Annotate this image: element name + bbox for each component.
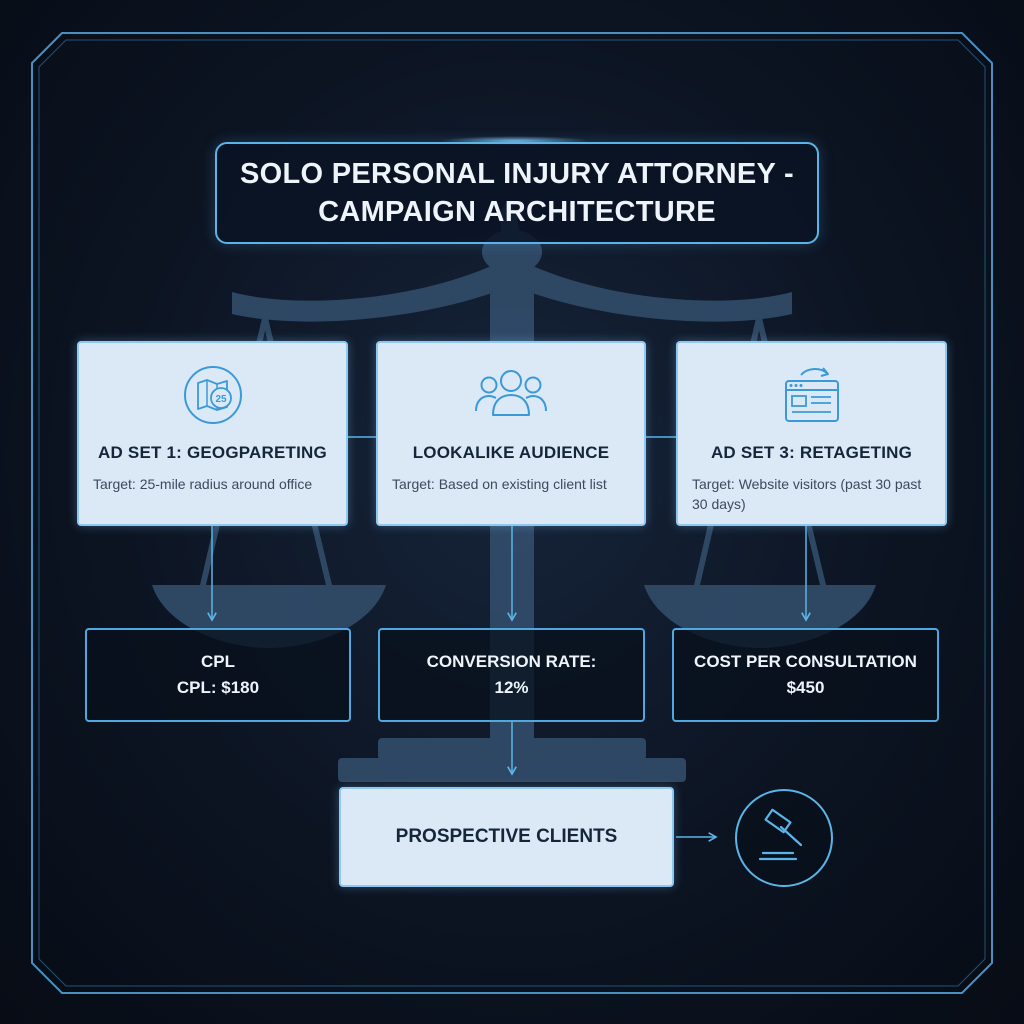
- ad-set-target: Target: Based on existing client list: [392, 476, 607, 492]
- metric-label: COST PER CONSULTATION: [694, 652, 917, 671]
- metric-label: CONVERSION RATE:: [426, 652, 597, 671]
- ad-set-card-lookalike: LOOKALIKE AUDIENCE Target: Based on exis…: [376, 341, 646, 526]
- prospective-clients-box: PROSPECTIVE CLIENTS: [339, 787, 674, 887]
- ad-set-title: AD SET 3: RETAGETING: [710, 443, 913, 462]
- gavel-icon: [735, 789, 833, 887]
- metric-box-cost-per-consultation: COST PER CONSULTATION $450: [672, 628, 939, 722]
- ad-set-title: LOOKALIKE AUDIENCE: [412, 443, 610, 462]
- ad-set-card-geotargeting: 25 AD SET 1: GEOGPARETING Target: 25-mil…: [77, 341, 348, 526]
- ad-set-target: Target: 25-mile radius around office: [93, 476, 313, 492]
- title-line-2: CAMPAIGN ARCHITECTURE: [318, 196, 716, 228]
- browser-refresh-icon: [784, 367, 839, 422]
- metric-value: CPL: $180: [176, 678, 260, 697]
- metric-box-conversion-rate: CONVERSION RATE: 12%: [378, 628, 645, 722]
- outcome-label: PROSPECTIVE CLIENTS: [395, 826, 618, 847]
- ad-set-card-retargeting: AD SET 3: RETAGETING Target: Website vis…: [676, 341, 947, 526]
- metric-label: CPL: [201, 652, 235, 671]
- metric-value: 12%: [494, 678, 529, 697]
- metric-value: $450: [786, 678, 825, 697]
- title-glow: [440, 136, 590, 146]
- radius-label: 25: [215, 394, 227, 405]
- metric-box-cpl: CPL CPL: $180: [85, 628, 351, 722]
- ad-set-title: AD SET 1: GEOGPARETING: [98, 443, 327, 462]
- people-group-icon: [475, 370, 547, 416]
- title-line-1: SOLO PERSONAL INJURY ATTORNEY -: [240, 158, 794, 190]
- page-title: SOLO PERSONAL INJURY ATTORNEY - CAMPAIGN…: [215, 142, 819, 244]
- map-radius-icon: 25: [183, 366, 242, 424]
- ad-set-target: Target: Website visitors (past 30 past 3…: [692, 476, 922, 512]
